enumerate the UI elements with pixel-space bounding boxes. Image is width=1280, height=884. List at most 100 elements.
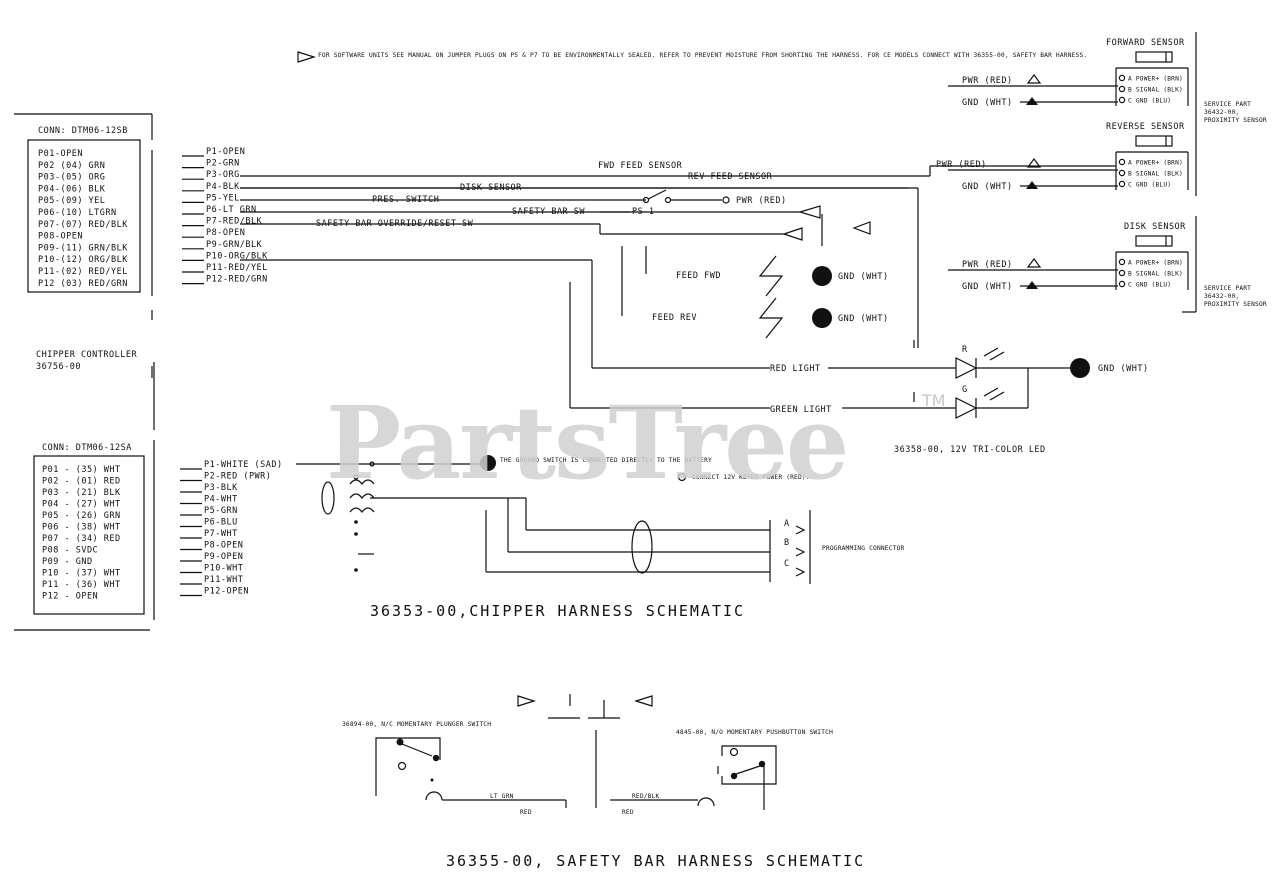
left-pin-2: P02 (04) GRN bbox=[38, 161, 105, 171]
lower-pin-6: P06 - (38) WHT bbox=[42, 523, 121, 533]
lower-wire-4: P4-WHT bbox=[204, 495, 238, 505]
sensor-pin-dot bbox=[1118, 74, 1126, 82]
lower-pin-11: P11 - (36) WHT bbox=[42, 580, 121, 590]
chipper-controller: CHIPPER CONTROLLER 36756-00 bbox=[36, 350, 153, 378]
lower-pin-9: P09 - GND bbox=[42, 557, 93, 567]
sensor-body bbox=[1135, 235, 1173, 247]
sensor-service-text: 36432-00, bbox=[1204, 293, 1239, 300]
left-pin-5: P05-(09) YEL bbox=[38, 196, 105, 206]
sensor-pin-dot bbox=[1118, 258, 1126, 266]
label-rev-feed-sensor: REV FEED SENSOR bbox=[688, 172, 773, 182]
lower-pin-4: P04 - (27) WHT bbox=[42, 500, 121, 510]
lower-wire-12: P12-OPEN bbox=[204, 587, 249, 597]
sensor-gnd-label: GND (WHT) bbox=[962, 282, 1013, 292]
lower-wire-10: P10-WHT bbox=[204, 564, 243, 574]
top-wire-11: P11-RED/YEL bbox=[206, 263, 268, 273]
sensor-service-text: SERVICE PART bbox=[1204, 285, 1251, 292]
label-feed-rev: FEED REV bbox=[652, 313, 697, 323]
lower-wiring: THE GROUND SWITCH IS CONNECTED DIRECTLY … bbox=[296, 455, 905, 620]
controller-title: CHIPPER CONTROLLER bbox=[36, 350, 137, 360]
wire-red1: RED bbox=[520, 809, 532, 816]
prog-label: PROGRAMMING CONNECTOR bbox=[822, 545, 905, 552]
top-wire-1: P1-OPEN bbox=[206, 147, 245, 157]
lower-pin-12: P12 - OPEN bbox=[42, 592, 98, 602]
label-safety-bar-sw: SAFETY BAR SW bbox=[512, 207, 585, 217]
left-pin-10: P10-(12) ORG/BLK bbox=[38, 255, 128, 265]
sensor-pin-dot bbox=[1118, 269, 1126, 277]
left-pin-7: P07-(07) RED/BLK bbox=[38, 220, 128, 230]
lower-wire-labels: P1-WHITE (SAD)P2-RED (PWR)P3-BLKP4-WHTP5… bbox=[180, 460, 283, 597]
sensor-pwr-arrow bbox=[1026, 258, 1042, 268]
watermark-text: PartsTree bbox=[326, 384, 848, 502]
upper-wiring: FWD FEED SENSOR REV FEED SENSOR DISK SEN… bbox=[240, 161, 1149, 455]
top-wire-12: P12-RED/GRN bbox=[206, 275, 268, 285]
sensor-pwr-label: PWR (RED) bbox=[962, 260, 1013, 270]
lower-pin-2: P02 - (01) RED bbox=[42, 477, 121, 487]
sensor-pwr-arrow bbox=[1026, 74, 1042, 84]
sensor-service-text: PROXIMITY SENSOR bbox=[1204, 301, 1267, 308]
label-led-r: R bbox=[962, 345, 968, 355]
label-gnd-fwd: GND (WHT) bbox=[838, 272, 889, 282]
top-wire-3: P3-ORG bbox=[206, 170, 240, 180]
label-feed-fwd: FEED FWD bbox=[676, 271, 721, 281]
sensor-pin-label: C GND (BLU) bbox=[1128, 98, 1171, 105]
top-wire-10: P10-ORG/BLK bbox=[206, 251, 268, 261]
sensor-service-text: PROXIMITY SENSOR bbox=[1204, 117, 1267, 124]
ground-note: THE GROUND SWITCH IS CONNECTED DIRECTLY … bbox=[500, 457, 712, 464]
safety-title: 36355-00, SAFETY BAR HARNESS SCHEMATIC bbox=[446, 852, 865, 870]
label-pres-switch: PRES. SWITCH bbox=[372, 195, 439, 205]
sensor-pin-dot bbox=[1118, 158, 1126, 166]
top-note: FOR SOFTWARE UNITS SEE MANUAL ON JUMPER … bbox=[297, 51, 1087, 63]
label-green-light: GREEN LIGHT bbox=[770, 405, 832, 415]
wire-red2: RED bbox=[622, 809, 634, 816]
sensor-gnd-arrow bbox=[1026, 281, 1038, 289]
label-safety-override: SAFETY BAR OVERRIDE/RESET SW bbox=[316, 219, 474, 229]
lower-pin-5: P05 - (26) GRN bbox=[42, 511, 121, 521]
watermark-tm: TM bbox=[921, 391, 946, 410]
sensor-pwr-arrow bbox=[1026, 158, 1042, 168]
sensor-pin-label: C GND (BLU) bbox=[1128, 282, 1171, 289]
left-pin-12: P12 (03) RED/GRN bbox=[38, 279, 128, 289]
harness-title: 36353-00,CHIPPER HARNESS SCHEMATIC bbox=[370, 602, 745, 620]
wire-redblk: RED/BLK bbox=[632, 793, 660, 800]
top-wire-8: P8-OPEN bbox=[206, 228, 245, 238]
lower-connector-title: CONN: DTM06-12SA bbox=[42, 443, 132, 453]
lower-wire-6: P6-BLU bbox=[204, 518, 238, 528]
sensor-pin-dot bbox=[1118, 180, 1126, 188]
sensor-pwr-label: PWR (RED) bbox=[936, 160, 987, 170]
label-gnd-led: GND (WHT) bbox=[1098, 364, 1149, 374]
sensor-pin-dot bbox=[1118, 96, 1126, 104]
sensor-service-text: SERVICE PART bbox=[1204, 101, 1251, 108]
prog-pin-a: A bbox=[784, 519, 790, 529]
sensor-pin-label: A POWER+ (BRN) bbox=[1128, 76, 1183, 83]
label-fwd-feed-sensor: FWD FEED SENSOR bbox=[598, 161, 683, 171]
lower-wire-8: P8-OPEN bbox=[204, 541, 243, 551]
left-pin-1: P01-OPEN bbox=[38, 149, 83, 159]
lower-wire-1: P1-WHITE (SAD) bbox=[204, 460, 283, 470]
lower-pin-10: P10 - (37) WHT bbox=[42, 569, 121, 579]
sensor-gnd-label: GND (WHT) bbox=[962, 98, 1013, 108]
lower-pin-8: P08 - SVDC bbox=[42, 546, 98, 556]
left-pin-6: P06-(10) LTGRN bbox=[38, 208, 117, 218]
sensor-name: FORWARD SENSOR bbox=[1106, 38, 1185, 48]
sensor-gnd-label: GND (WHT) bbox=[962, 182, 1013, 192]
top-wire-6: P6-LT GRN bbox=[206, 205, 257, 215]
sensor-pin-label: B SIGNAL (BLK) bbox=[1128, 271, 1183, 278]
lower-wire-2: P2-RED (PWR) bbox=[204, 472, 271, 482]
label-red-light: RED LIGHT bbox=[770, 364, 821, 374]
top-wire-7: P7-RED/BLK bbox=[206, 217, 263, 227]
left-pin-11: P11-(02) RED/YEL bbox=[38, 267, 128, 277]
label-gnd-rev: GND (WHT) bbox=[838, 314, 889, 324]
top-wire-4: P4-BLK bbox=[206, 182, 240, 192]
lower-wire-9: P9-OPEN bbox=[204, 552, 243, 562]
safety-bar-harness: 36894-00, N/C MOMENTARY PLUNGER SWITCH 4… bbox=[342, 694, 865, 870]
label-led-g: G bbox=[962, 385, 968, 395]
